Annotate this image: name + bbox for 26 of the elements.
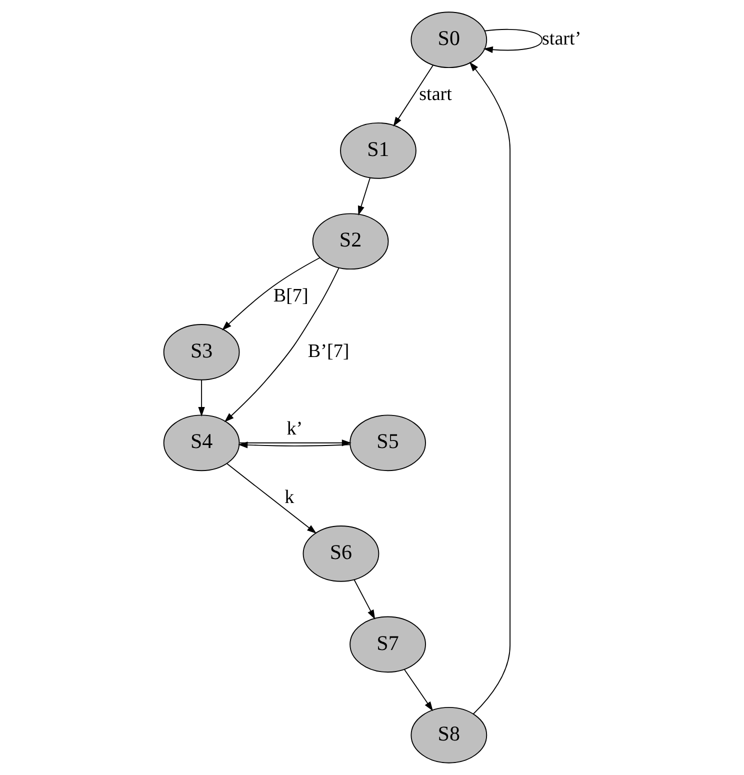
arrow (198, 380, 204, 417)
arrow (392, 64, 434, 127)
node-ellipse: S8 (410, 706, 487, 764)
node-ellipse: S2 (312, 213, 388, 270)
arrow (238, 440, 351, 446)
arrow (224, 267, 339, 422)
node-ellipse: S4 (162, 414, 240, 472)
node-ellipse: S7 (349, 616, 426, 673)
arrow (222, 257, 320, 330)
node-ellipse: S1 (340, 122, 416, 179)
node-ellipse: S0 (410, 12, 487, 68)
arrow (468, 62, 510, 714)
edge-label: B[7] (272, 286, 308, 307)
edge-label: start’ (541, 28, 581, 50)
arrow (404, 669, 433, 712)
arrow (226, 463, 316, 534)
arrow (357, 177, 370, 216)
arrow (353, 579, 375, 620)
edge-label: k’ (286, 418, 302, 440)
arrow (238, 442, 350, 448)
node-ellipse: S3 (162, 324, 240, 380)
arrow (482, 29, 542, 53)
edge-label: start (418, 84, 452, 106)
edge-label: B’[7] (307, 340, 349, 362)
node-ellipse: S5 (349, 414, 426, 472)
edge-label: k (284, 487, 294, 508)
